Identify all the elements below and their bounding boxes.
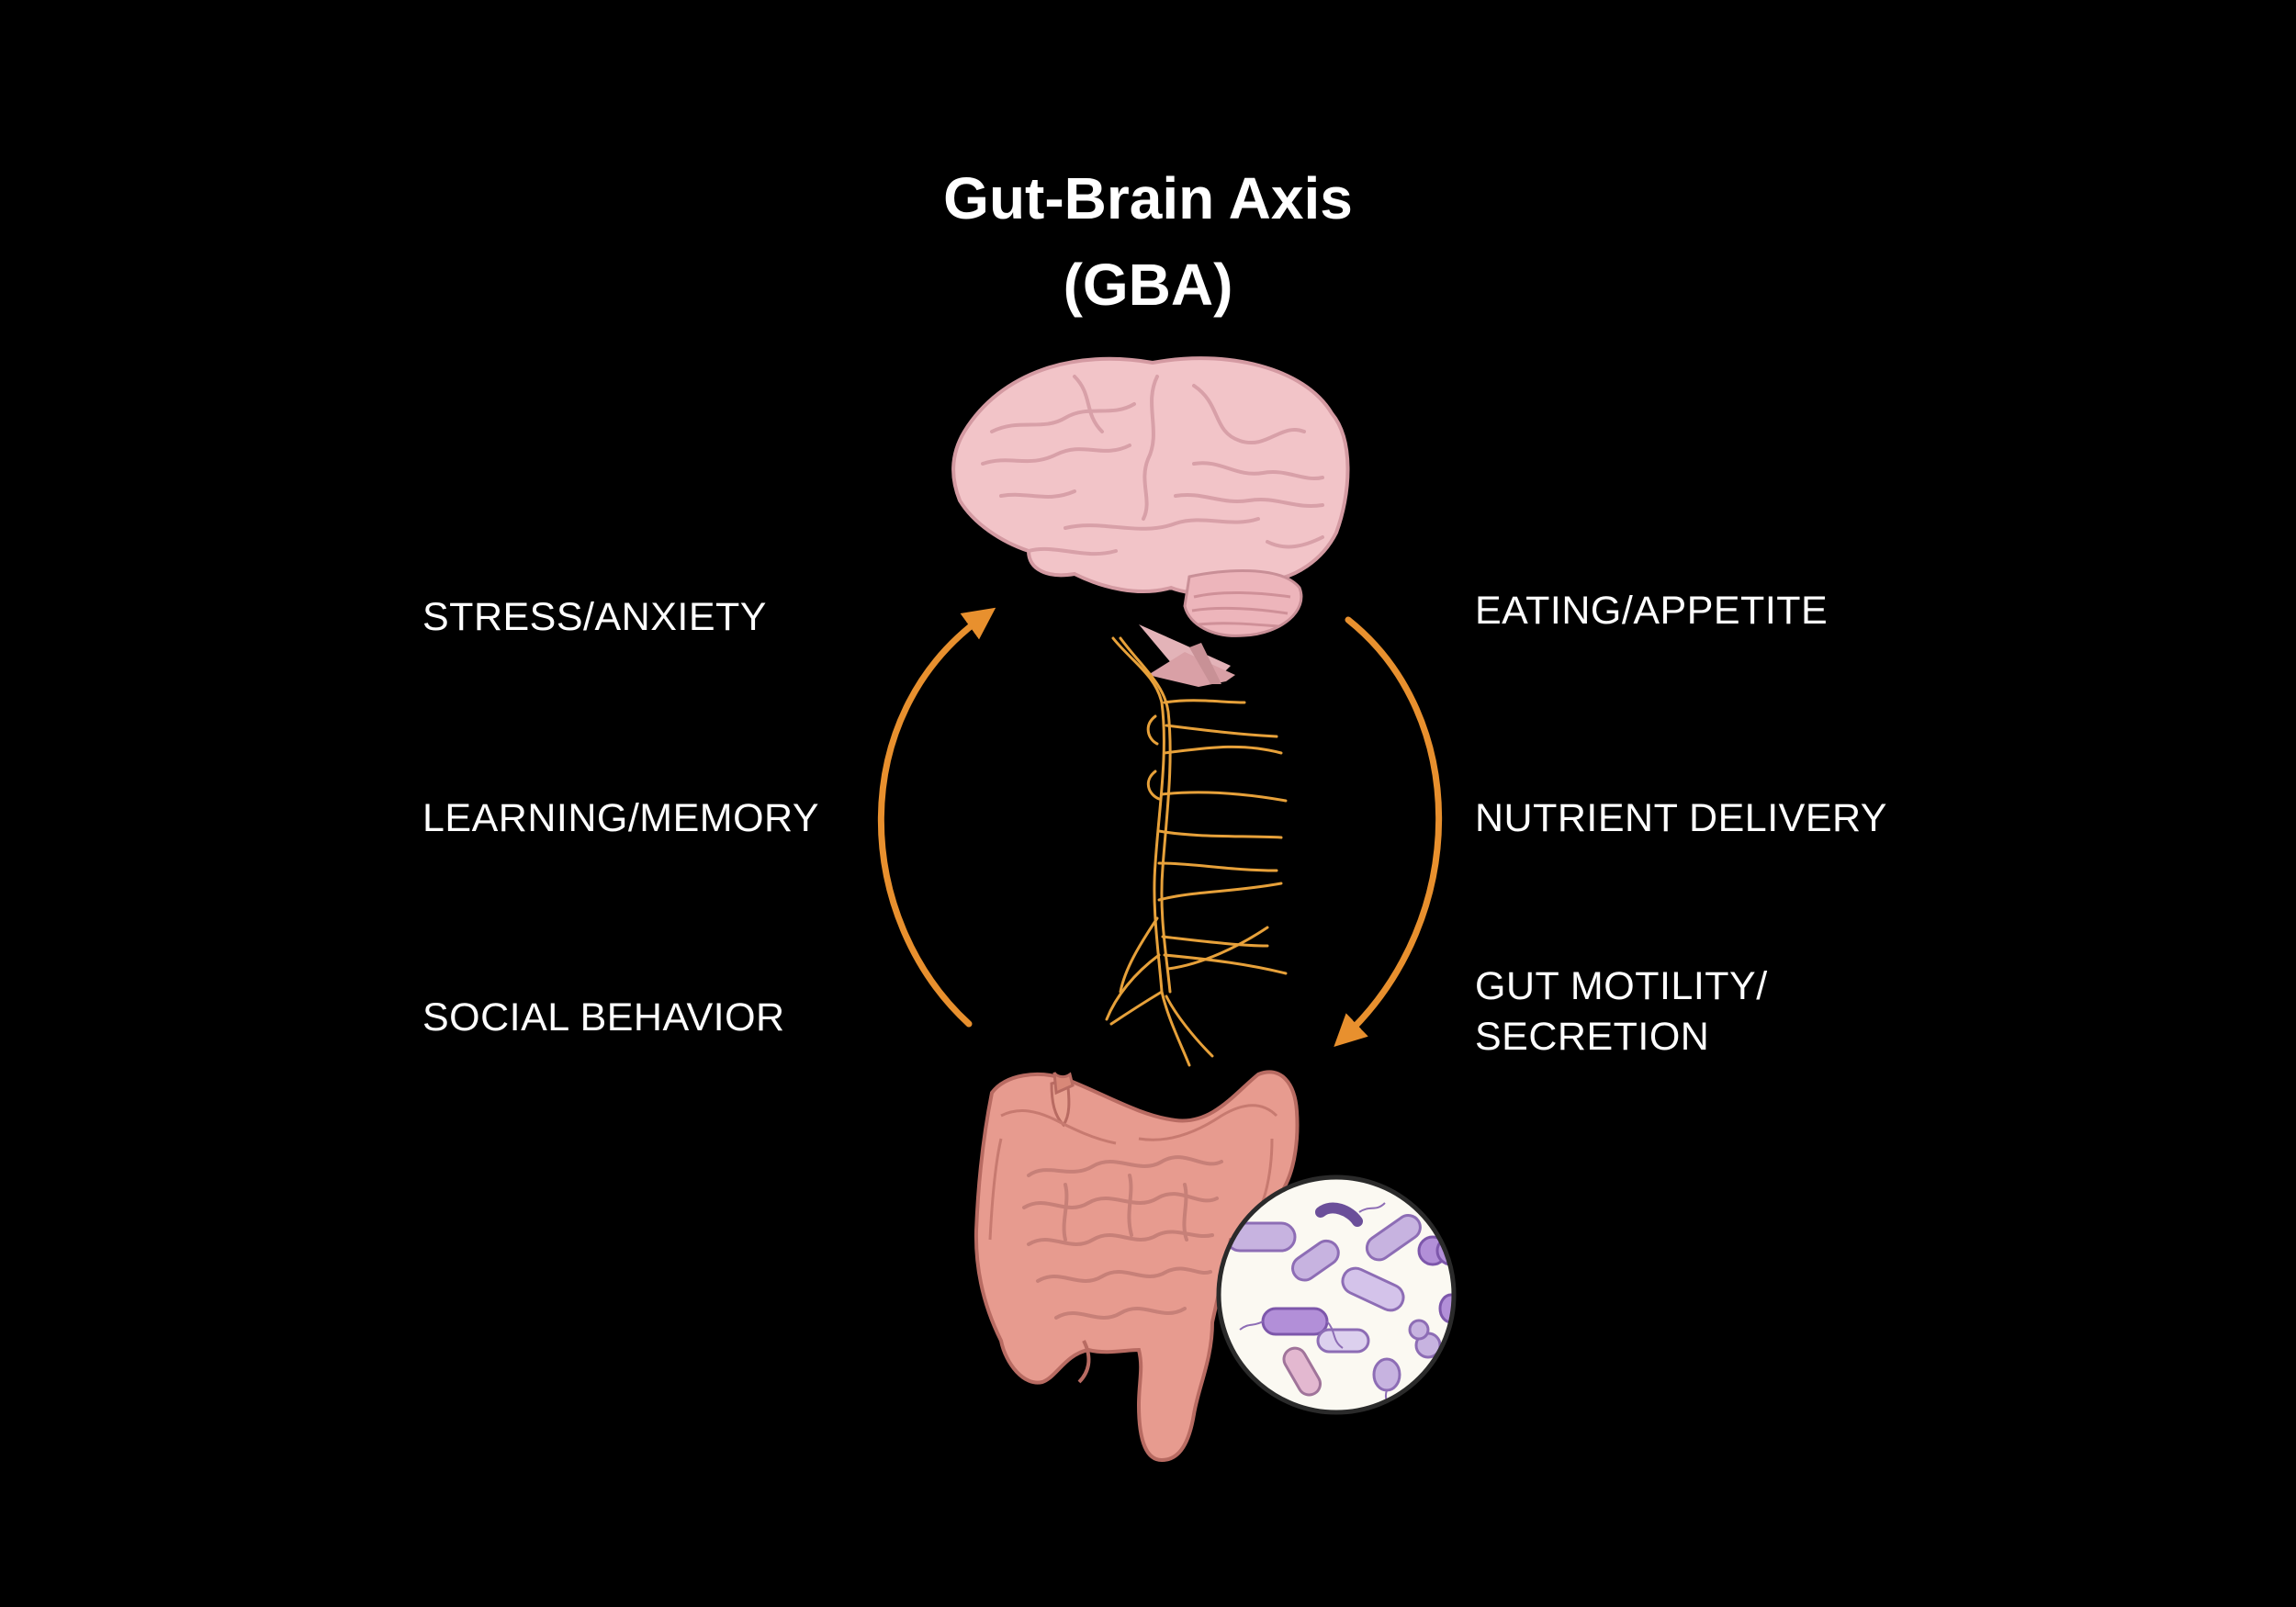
arrow-brain-to-gut — [1334, 616, 1443, 1048]
label-eating-appetite: EATING/APPETITE — [1475, 589, 1829, 633]
diagram-title: Gut-Brain Axis — [943, 165, 1353, 231]
brain-icon — [951, 356, 1350, 687]
label-nutrient-delivery: NUTRIENT DELIVERY — [1475, 796, 1887, 840]
microbiome-magnifier-icon — [1216, 1174, 1457, 1415]
spinal-nerves-icon — [1105, 636, 1288, 1067]
arrow-gut-to-brain — [877, 607, 996, 1028]
label-secretion: SECRETION — [1475, 1015, 1710, 1059]
diagram-subtitle: (GBA) — [1063, 252, 1233, 318]
label-gut-motility: GUT MOTILITY/ — [1475, 964, 1768, 1008]
label-stress-anxiety: STRESS/ANXIETY — [422, 595, 767, 639]
label-learning-memory: LEARNING/MEMORY — [422, 796, 819, 840]
label-social-behavior: SOCIAL BEHAVIOR — [422, 995, 785, 1039]
